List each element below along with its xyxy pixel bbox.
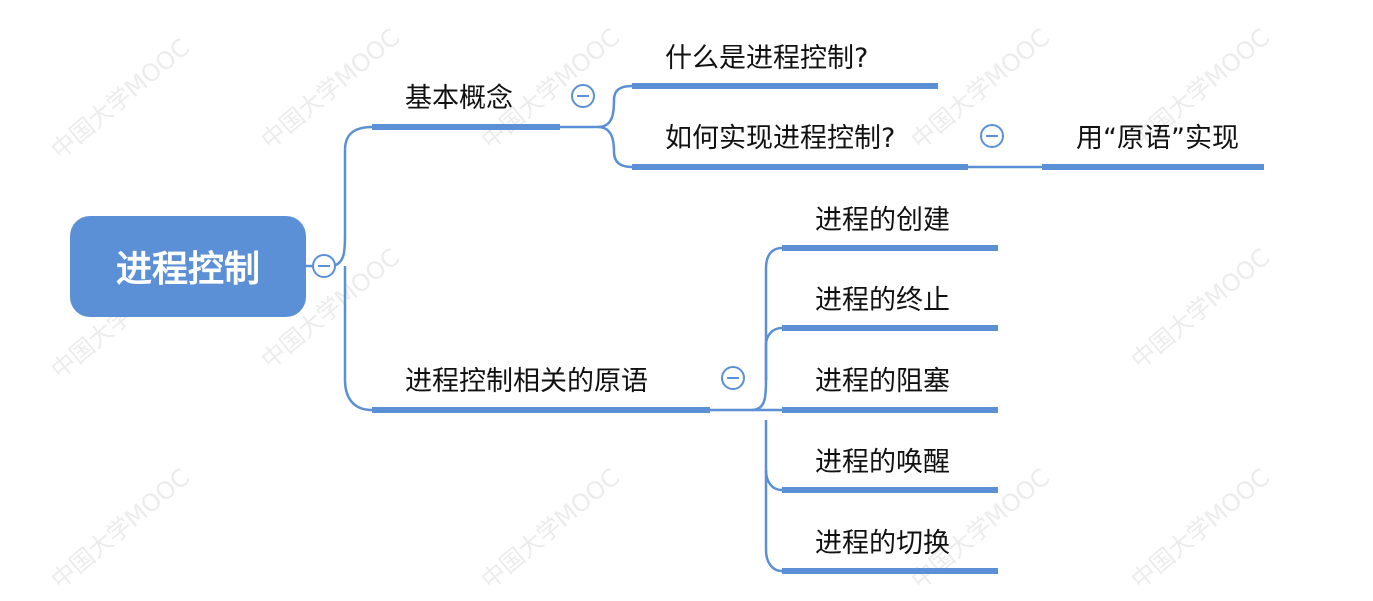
node-process-wakeup[interactable]: 进程的唤醒 xyxy=(782,447,998,493)
node-underline xyxy=(1042,164,1264,170)
node-underline xyxy=(372,407,710,413)
watermark-text: 中国大学MOOC xyxy=(1126,463,1275,595)
collapse-toggle-primitives[interactable] xyxy=(721,366,745,390)
node-underline xyxy=(632,164,968,170)
collapse-toggle-how[interactable] xyxy=(980,124,1004,148)
node-label: 基本概念 xyxy=(405,83,513,114)
connectors xyxy=(306,84,1042,573)
node-underline xyxy=(782,487,998,493)
node-label: 进程的切换 xyxy=(815,528,950,559)
node-underline xyxy=(782,568,998,574)
node-label: 用“原语”实现 xyxy=(1076,123,1239,154)
root-node-label: 进程控制 xyxy=(116,249,260,290)
connector-root xyxy=(343,266,373,412)
node-what-is[interactable]: 什么是进程控制? xyxy=(632,43,938,89)
connector-basic xyxy=(597,125,633,169)
connector-primitives xyxy=(764,470,783,573)
node-label: 进程的唤醒 xyxy=(815,447,950,478)
node-underline xyxy=(782,245,998,251)
node-how-to[interactable]: 如何实现进程控制? xyxy=(632,123,968,170)
collapse-toggle-root[interactable] xyxy=(312,254,336,278)
node-label: 进程的创建 xyxy=(815,205,950,236)
node-process-terminate[interactable]: 进程的终止 xyxy=(782,285,998,331)
connector-primitives xyxy=(764,326,783,380)
connector-root xyxy=(306,125,373,268)
node-related-primitives[interactable]: 进程控制相关的原语 xyxy=(372,366,710,413)
connector-primitives xyxy=(764,420,783,492)
root-node-box[interactable] xyxy=(70,216,306,317)
node-process-block[interactable]: 进程的阻塞 xyxy=(782,366,998,413)
watermark-text: 中国大学MOOC xyxy=(256,23,405,155)
connector-primitives xyxy=(710,246,783,412)
node-underline xyxy=(632,83,938,89)
watermark-text: 中国大学MOOC xyxy=(1126,243,1275,375)
node-via-primitives[interactable]: 用“原语”实现 xyxy=(1042,123,1264,170)
watermark-text: 中国大学MOOC xyxy=(476,463,625,595)
root-node[interactable]: 进程控制 xyxy=(70,216,306,317)
node-label: 进程控制相关的原语 xyxy=(405,366,648,397)
watermark-text: 中国大学MOOC xyxy=(46,33,195,165)
node-label: 什么是进程控制? xyxy=(665,43,868,74)
watermark-text: 中国大学MOOC xyxy=(46,463,195,595)
connector-basic xyxy=(560,84,633,129)
node-process-switch[interactable]: 进程的切换 xyxy=(782,528,998,574)
collapse-toggle-basic[interactable] xyxy=(571,84,595,108)
node-label: 进程的终止 xyxy=(815,285,950,316)
node-underline xyxy=(782,407,998,413)
node-basic-concepts[interactable]: 基本概念 xyxy=(372,83,560,130)
node-underline xyxy=(372,124,560,130)
node-label: 如何实现进程控制? xyxy=(665,123,895,154)
node-underline xyxy=(782,325,998,331)
node-label: 进程的阻塞 xyxy=(815,366,950,397)
node-process-create[interactable]: 进程的创建 xyxy=(782,205,998,251)
